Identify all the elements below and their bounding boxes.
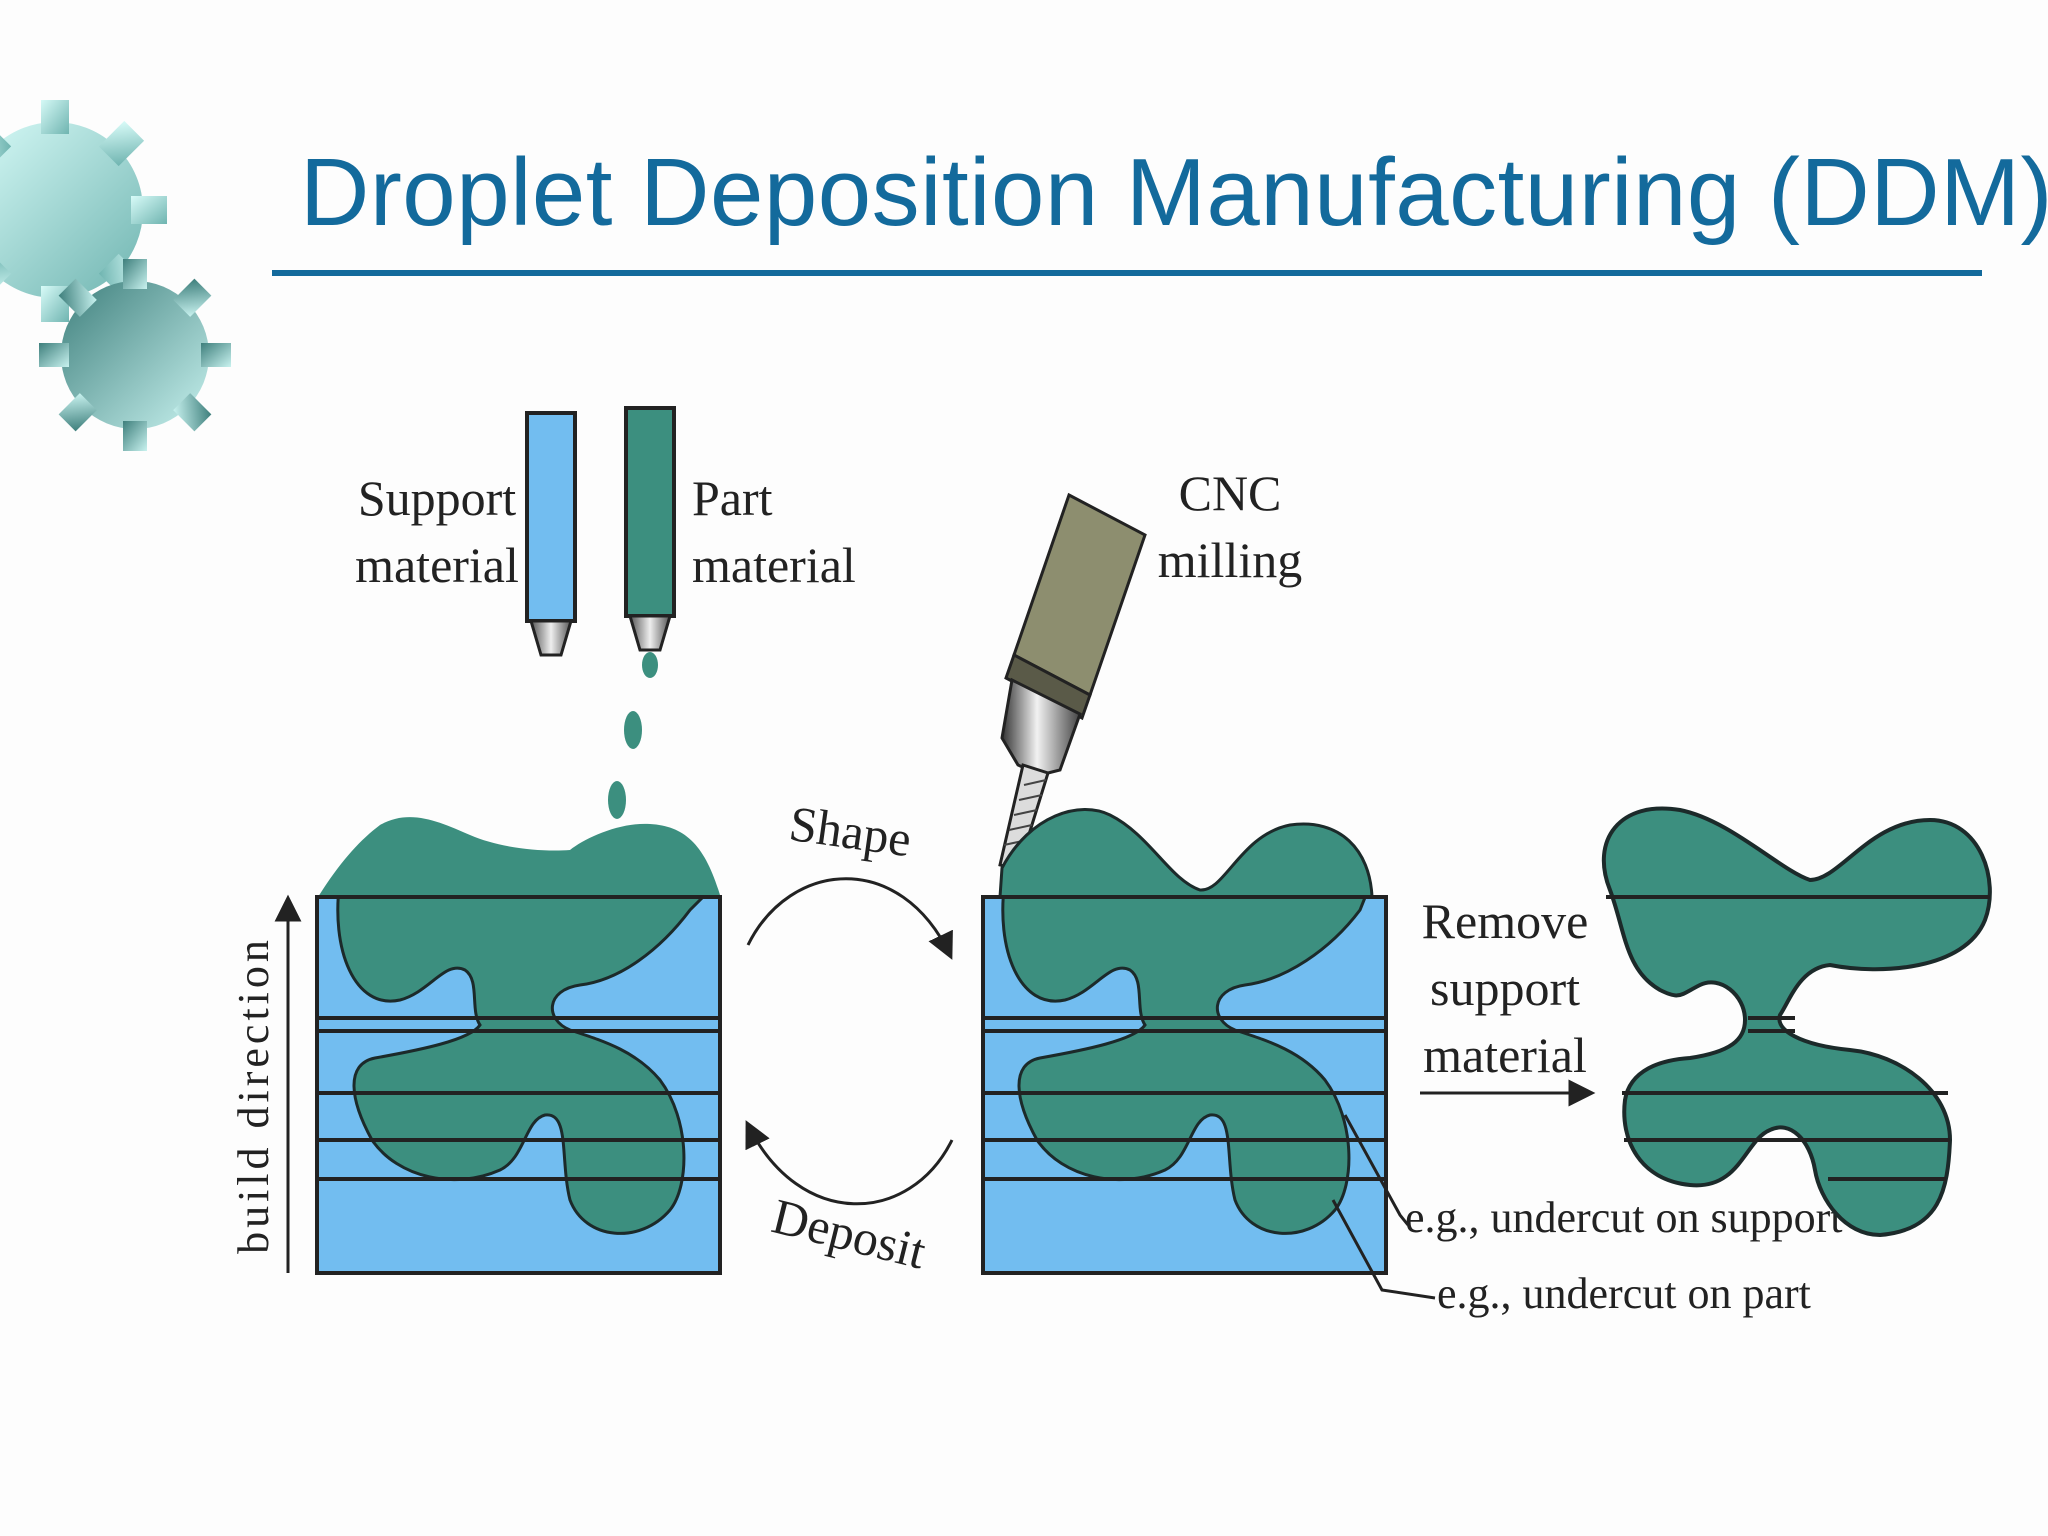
- remove-support-label: Remove: [1422, 893, 1589, 949]
- remove-support-label: support: [1430, 960, 1580, 1016]
- undercut-part-label: e.g., undercut on part: [1437, 1269, 1811, 1318]
- final-part: [1601, 806, 1992, 1238]
- gear-icon: [39, 259, 231, 451]
- cnc-milling-label: CNC: [1179, 465, 1282, 521]
- support-material-label: material: [355, 537, 519, 593]
- part-nozzle: [624, 406, 676, 652]
- left-build-block: [315, 817, 722, 1275]
- shape-arrow: [746, 877, 953, 960]
- support-nozzle: [525, 411, 577, 657]
- build-direction-label: build direction: [229, 936, 278, 1254]
- title-underline: [272, 270, 1982, 276]
- part-material-label: material: [692, 537, 856, 593]
- shape-label: Shape: [786, 795, 915, 867]
- cnc-milling-label: milling: [1158, 532, 1302, 588]
- deposit-label: Deposit: [767, 1188, 932, 1280]
- part-material-label: Part: [692, 470, 773, 526]
- droplets: [608, 652, 658, 819]
- undercut-leaders: [1331, 1114, 1436, 1300]
- gear-decoration: [0, 100, 231, 451]
- deposit-arrow: [745, 1120, 954, 1206]
- page-title: Droplet Deposition Manufacturing (DDM): [300, 139, 2048, 246]
- middle-build-block: [981, 808, 1388, 1275]
- cnc-milling-tool: [998, 492, 1147, 872]
- remove-support-label: material: [1423, 1027, 1587, 1083]
- undercut-support-label: e.g., undercut on support: [1405, 1193, 1842, 1242]
- support-material-label: Support: [358, 470, 516, 526]
